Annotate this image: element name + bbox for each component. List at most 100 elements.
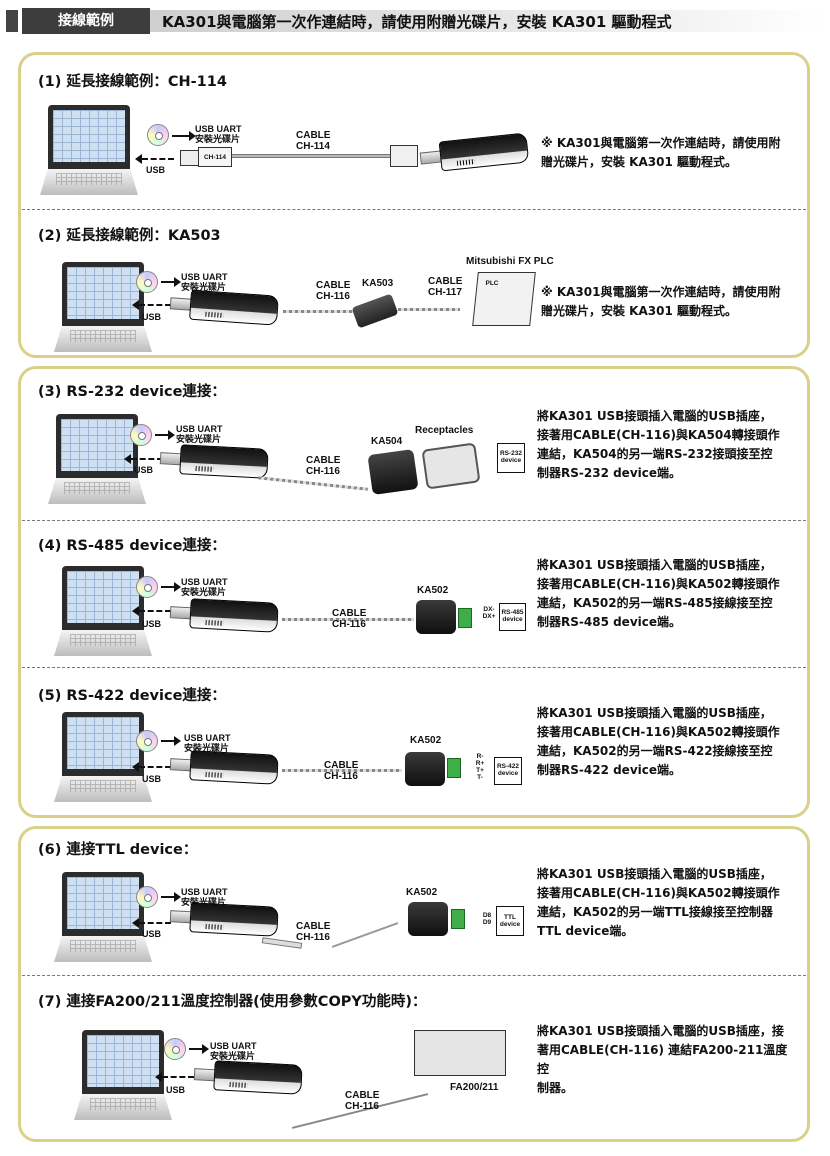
section-7-title: (7) 連接FA200/211溫度控制器(使用參數COPY功能時)： — [38, 994, 427, 1010]
fa200-label: FA200/211 — [450, 1082, 499, 1093]
divider — [22, 975, 806, 976]
ka502-adapter — [408, 902, 448, 936]
usb-label: USB — [134, 465, 154, 475]
cd-icon — [164, 1038, 186, 1060]
ka301-device — [169, 749, 279, 785]
cable-ch116-label: CABLE CH-116 — [316, 280, 351, 302]
section-3-desc: 將KA301 USB接頭插入電腦的USB插座， 接著用CABLE(CH-116)… — [537, 409, 780, 480]
ka301-device — [159, 443, 269, 479]
cable-ch114-label: CABLE CH-114 — [296, 130, 331, 152]
ka502-adapter — [405, 752, 445, 786]
ka502-label: KA502 — [417, 585, 449, 596]
cd-icon — [136, 886, 158, 908]
laptop-image — [74, 1030, 172, 1122]
section-2-title: (2) 延長接線範例：KA503 — [38, 228, 221, 244]
section-1-note: ※ KA301與電腦第一次作連結時，請使用附 贈光碟片，安裝 KA301 驅動程… — [541, 136, 781, 169]
fa200-controller — [414, 1030, 506, 1076]
rs232-device-label: RS-232 device — [499, 450, 523, 464]
usb-uart-label: USB UART 安裝光碟片 — [181, 577, 228, 597]
usb-label: USB — [146, 165, 166, 175]
arrow-right-icon — [172, 131, 196, 141]
usb-label: USB — [142, 774, 162, 784]
rs485-device-box — [499, 603, 526, 631]
divider — [22, 209, 806, 210]
cable-ch117-label: CABLE CH-117 — [428, 276, 463, 298]
usb-uart-label: USB UART 安裝光碟片 — [181, 272, 228, 292]
header-marker — [6, 10, 18, 32]
cable-end-plug — [390, 145, 418, 167]
cable-line — [282, 618, 414, 621]
divider — [22, 667, 806, 668]
cable-ch116-label: CABLE CH-116 — [324, 760, 359, 782]
ch114-plug-label: CH-114 — [203, 154, 227, 161]
section-6-title: (6) 連接TTL device： — [38, 842, 198, 858]
arrow-left-icon — [132, 606, 171, 616]
cd-icon — [136, 271, 158, 293]
usb-label: USB — [142, 929, 162, 939]
rs485-pins-label: DX- DX+ — [482, 606, 496, 620]
section-3-title: (3) RS-232 device連接： — [38, 384, 226, 400]
arrow-right-icon — [161, 892, 181, 902]
ttl-device-label: TTL device — [499, 914, 521, 928]
usb-label: USB — [142, 619, 162, 629]
page-header: 接線範例 KA301與電腦第一次作連結時，請使用附贈光碟片，安裝 KA301 驅… — [0, 0, 830, 40]
cd-icon — [147, 124, 169, 146]
arrow-left-icon — [155, 1072, 194, 1082]
cable-ch116-label: CABLE CH-116 — [332, 608, 367, 630]
arrow-right-icon — [161, 277, 181, 287]
divider — [22, 520, 806, 521]
rs422-device-box — [494, 757, 522, 785]
ka504-adapter — [367, 448, 419, 496]
db9-receptacle — [421, 442, 481, 490]
header-bar — [150, 10, 822, 32]
header-title: KA301與電腦第一次作連結時，請使用附贈光碟片，安裝 KA301 驅動程式 — [162, 13, 672, 31]
cd-icon — [136, 730, 158, 752]
cable-line — [398, 308, 460, 311]
laptop-image — [48, 414, 146, 506]
section-7-desc: 將KA301 USB接頭插入電腦的USB插座，接 著用CABLE(CH-116)… — [537, 1024, 788, 1095]
cd-icon — [130, 424, 152, 446]
rs232-device-box — [497, 443, 525, 473]
rs422-pins-label: R- R+ T+ T- — [475, 753, 485, 781]
rs422-device-label: RS-422 device — [496, 763, 520, 777]
ka301-device — [193, 1059, 303, 1095]
panel-extension — [18, 52, 810, 358]
arrow-left-icon — [135, 154, 174, 164]
terminal-block — [447, 758, 461, 778]
arrow-left-icon — [132, 300, 171, 310]
ka502-label: KA502 — [410, 735, 442, 746]
ka503-label: KA503 — [362, 278, 394, 289]
laptop-image — [54, 566, 152, 658]
ka502-label: KA502 — [406, 887, 438, 898]
cable-ch116-label: CABLE CH-116 — [306, 455, 341, 477]
ka502-adapter — [416, 600, 456, 634]
cable-ch116-label: CABLE CH-116 — [296, 921, 331, 943]
ttl-device-box — [496, 906, 524, 936]
arrow-right-icon — [155, 430, 175, 440]
usb-uart-label: USB UART 安裝光碟片 — [195, 124, 242, 144]
arrow-left-icon — [132, 762, 171, 772]
arrow-left-icon — [132, 918, 171, 928]
ttl-pins-label: D8 D9 — [482, 912, 492, 926]
terminal-block — [451, 909, 465, 929]
terminal-block — [458, 608, 472, 628]
arrow-right-icon — [161, 736, 181, 746]
cd-icon — [136, 576, 158, 598]
usb-label: USB — [166, 1085, 186, 1095]
section-5-title: (5) RS-422 device連接： — [38, 688, 226, 704]
section-6-desc: 將KA301 USB接頭插入電腦的USB插座， 接著用CABLE(CH-116)… — [537, 867, 780, 938]
usb-uart-label: USB UART 安裝光碟片 — [181, 887, 228, 907]
arrow-right-icon — [189, 1044, 209, 1054]
plc-label: PLC — [485, 280, 499, 287]
usb-uart-label: USB UART 安裝光碟片 — [184, 733, 231, 753]
cable-line — [232, 154, 390, 158]
ka504-label: KA504 — [371, 436, 403, 447]
laptop-image — [54, 712, 152, 804]
laptop-image — [54, 262, 152, 354]
section-4-desc: 將KA301 USB接頭插入電腦的USB插座， 接著用CABLE(CH-116)… — [537, 558, 780, 629]
cable-line — [283, 310, 355, 313]
section-2-note: ※ KA301與電腦第一次作連結時，請使用附 贈光碟片，安裝 KA301 驅動程… — [541, 285, 781, 318]
section-4-title: (4) RS-485 device連接： — [38, 538, 226, 554]
ka301-device — [169, 901, 279, 937]
cable-line — [282, 769, 402, 772]
